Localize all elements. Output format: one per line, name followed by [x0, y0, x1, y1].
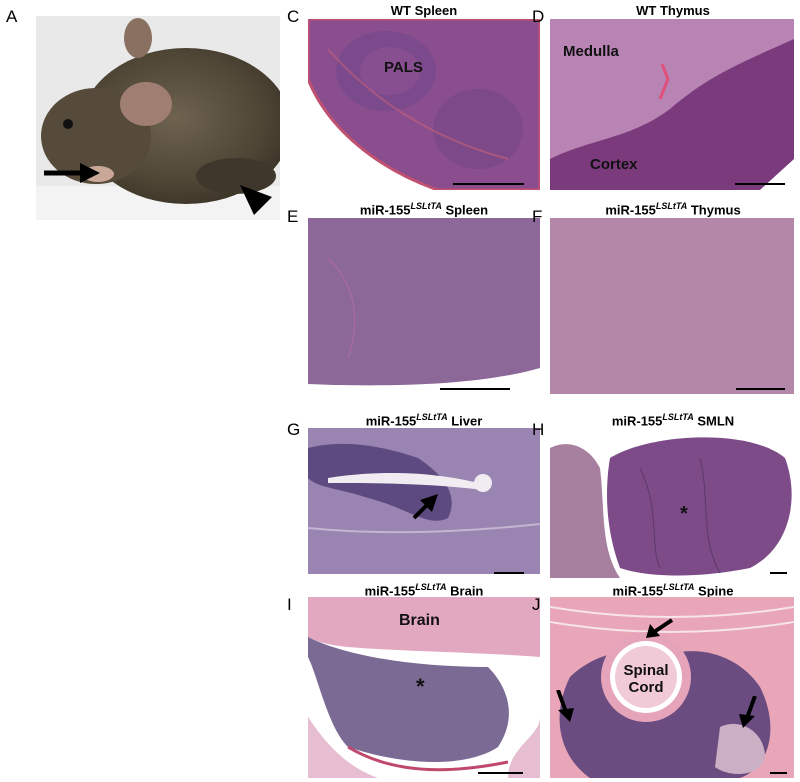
- panel-letter-e: E: [287, 207, 299, 226]
- panel-title-f: miR-155LSLtTA Thymus: [605, 201, 741, 218]
- wt-spleen-histology: [308, 19, 540, 190]
- scale-bar-i: [478, 772, 523, 774]
- arrow-icon: [412, 492, 440, 525]
- panel-letter-c: C: [287, 7, 300, 26]
- scale-bar-c: [453, 183, 524, 185]
- asterisk-i: *: [416, 674, 425, 699]
- arrow-icon: [554, 689, 576, 729]
- spinal-cord-label-line2: Cord: [628, 679, 664, 696]
- panel-letter-i: I: [287, 595, 292, 614]
- panel-letter-d: D: [532, 7, 545, 26]
- panel-title-j: miR-155LSLtTA Spine: [612, 582, 734, 599]
- spine-histology: [550, 597, 794, 778]
- panel-title-c: WT Spleen: [390, 3, 458, 18]
- spinal-cord-label: Spinal Cord: [621, 663, 671, 695]
- brain-label: Brain: [399, 612, 440, 629]
- panel-letter-a: A: [6, 7, 18, 26]
- arrow-icon: [737, 695, 759, 735]
- scale-bar-d: [735, 183, 785, 185]
- medulla-label: Medulla: [563, 43, 619, 60]
- scale-bar-j: [770, 772, 787, 774]
- panel-title-d: WT Thymus: [636, 3, 710, 18]
- cortex-label: Cortex: [590, 156, 638, 173]
- panel-letter-h: H: [532, 420, 545, 439]
- mouse-photo: [36, 16, 280, 220]
- pals-label: PALS: [384, 59, 423, 76]
- smln-histology: [550, 428, 794, 578]
- panel-title-e: miR-155LSLtTA Spleen: [359, 201, 489, 218]
- panel-title-g: miR-155LSLtTA Liver: [365, 412, 483, 429]
- mir155-spleen-histology: [308, 218, 540, 390]
- scale-bar-e: [440, 388, 510, 390]
- panel-letter-g: G: [287, 420, 301, 439]
- wt-thymus-histology: [550, 19, 794, 190]
- arrow-icon: [644, 618, 674, 647]
- brain-histology: [308, 597, 540, 778]
- arrow-icon: [44, 163, 100, 188]
- panel-title-i: miR-155LSLtTA Brain: [364, 582, 484, 599]
- scale-bar-g: [494, 572, 524, 574]
- arrowhead-icon: [240, 185, 274, 220]
- mir155-thymus-histology: [550, 218, 794, 394]
- scale-bar-h: [770, 572, 787, 574]
- scale-bar-f: [736, 388, 785, 390]
- panel-letter-f: F: [532, 207, 543, 226]
- panel-letter-j: J: [532, 595, 541, 614]
- panel-title-h: miR-155LSLtTA SMLN: [611, 412, 735, 429]
- spinal-cord-label-line1: Spinal: [623, 662, 669, 679]
- asterisk-h: *: [680, 503, 688, 525]
